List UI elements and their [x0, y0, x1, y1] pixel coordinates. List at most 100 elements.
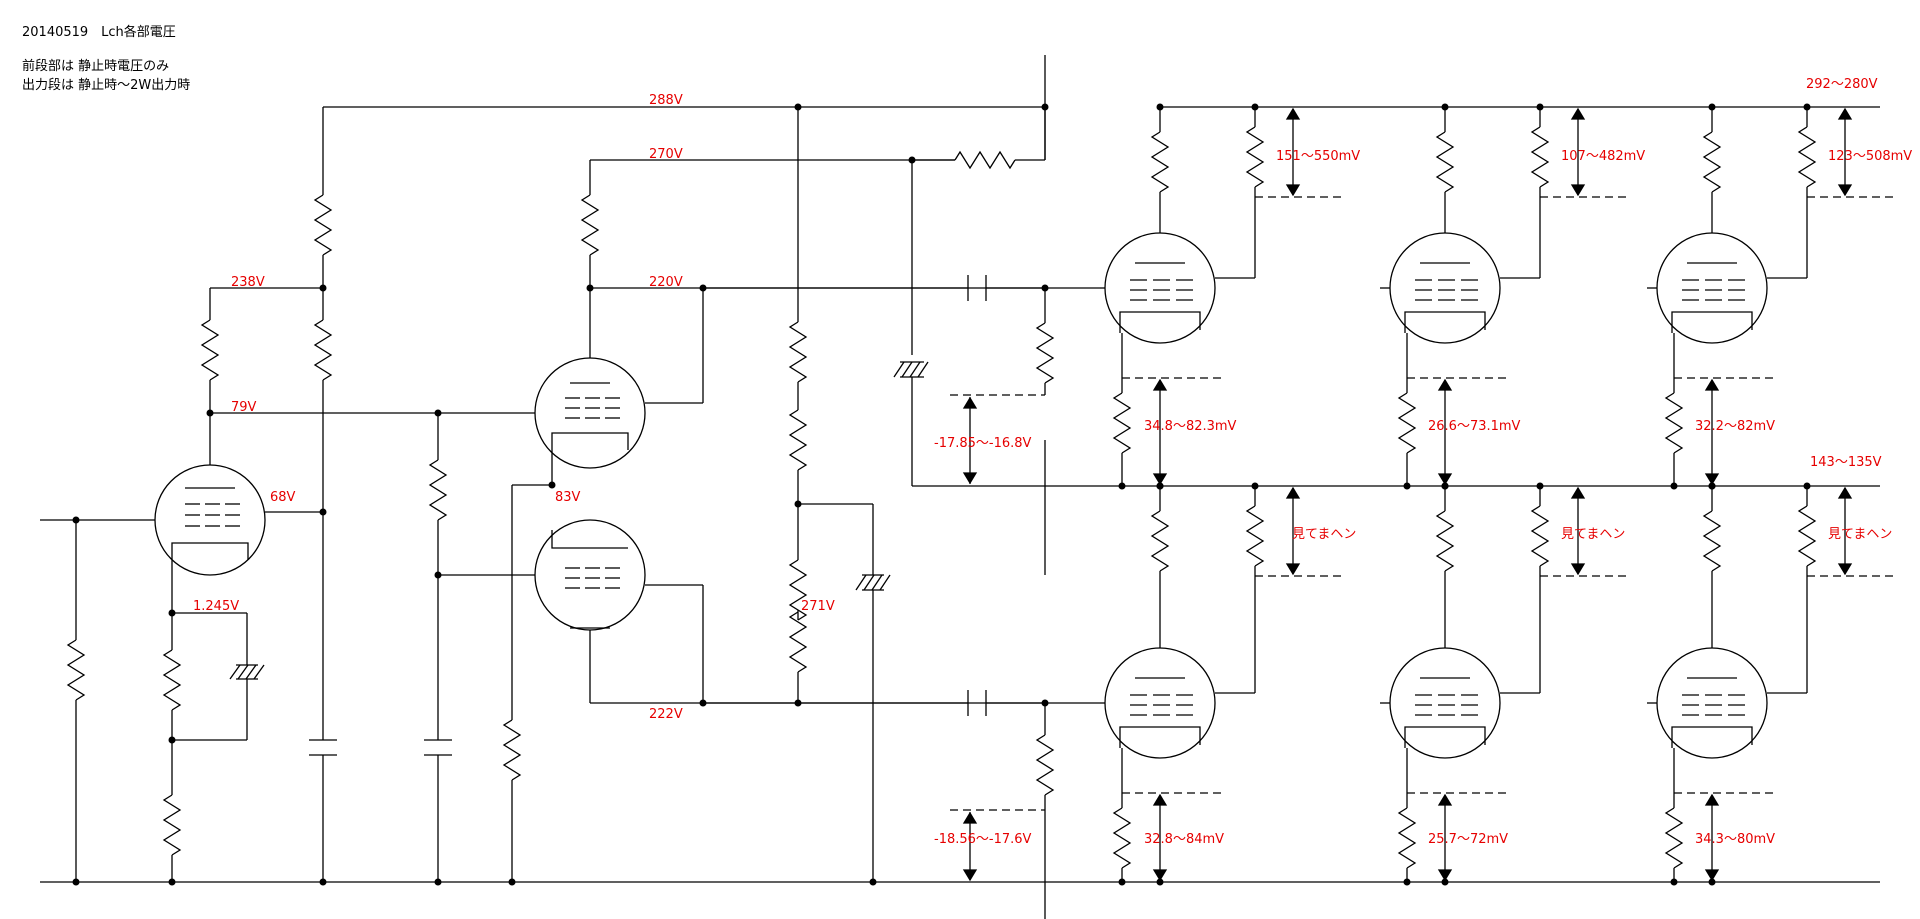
- label-220v: 220V: [649, 275, 683, 290]
- junction-dot: [1118, 482, 1126, 490]
- output-tube-upper-2: [1389, 232, 1501, 344]
- junction-dots: [72, 103, 1811, 886]
- junction-dot: [1803, 103, 1811, 111]
- arrow-head: [1152, 473, 1168, 486]
- cathode-resistor: [1112, 392, 1132, 454]
- arrow-head: [1837, 486, 1853, 499]
- arrow-head: [1285, 563, 1301, 576]
- screen-resistor: [1150, 131, 1170, 193]
- label-1245v: 1.245V: [193, 599, 239, 614]
- arrow-head: [1285, 184, 1301, 197]
- label-222v: 222V: [649, 707, 683, 722]
- arrow-head: [1152, 793, 1168, 806]
- junction-dot: [1803, 482, 1811, 490]
- label-sense-top-2: 107～482mV: [1561, 149, 1645, 164]
- junction-dot: [1670, 482, 1678, 490]
- cathode-resistor: [1397, 392, 1417, 454]
- output-tube-upper-3: [1656, 232, 1768, 344]
- arrow-head: [1285, 107, 1301, 120]
- label-sense-bot-3: 34.3～80mV: [1695, 832, 1775, 847]
- arrow-head: [1570, 184, 1586, 197]
- junction-dot: [1441, 482, 1449, 490]
- output-mid-rail: [912, 440, 1880, 919]
- arrow-head: [1437, 378, 1453, 391]
- arrow-head: [1570, 486, 1586, 499]
- junction-dot: [1403, 878, 1411, 886]
- junction-dot: [1536, 103, 1544, 111]
- arrow-head: [1152, 869, 1168, 882]
- arrow-head: [1152, 378, 1168, 391]
- cathode-resistor: [1397, 807, 1417, 869]
- screen-resistor: [1702, 131, 1722, 193]
- label-bias-upper: -17.85～-16.8V: [934, 436, 1032, 451]
- screen-resistor: [1150, 510, 1170, 572]
- label-sense-top-1: 151～550mV: [1276, 149, 1360, 164]
- cathode-resistor: [1664, 807, 1684, 869]
- junction-dot: [1403, 482, 1411, 490]
- screen-resistor: [1435, 510, 1455, 572]
- driver-tube-lower: [534, 519, 646, 631]
- label-sense-bot-1: 32.8～84mV: [1144, 832, 1224, 847]
- b-plus-270-rail: [590, 107, 1046, 161]
- b-plus-288-rail: [323, 55, 1046, 160]
- screen-resistor: [1435, 131, 1455, 193]
- junction-dot: [1536, 482, 1544, 490]
- label-top-rail: 292～280V: [1806, 77, 1878, 92]
- screen-resistor: [1702, 510, 1722, 572]
- label-sense-bot-2: 25.7～72mV: [1428, 832, 1508, 847]
- arrow-head: [1704, 378, 1720, 391]
- label-sense-mid-2: 26.6～73.1mV: [1428, 419, 1521, 434]
- output-stage: [1100, 107, 1897, 882]
- label-unseen-3: 見てまヘン: [1828, 527, 1892, 542]
- label-270v: 270V: [649, 147, 683, 162]
- junction-dot: [1708, 103, 1716, 111]
- label-bias-lower: -18.56～-17.6V: [934, 832, 1032, 847]
- label-79v: 79V: [231, 400, 257, 415]
- junction-dot: [1251, 482, 1259, 490]
- arrow-head: [1285, 486, 1301, 499]
- output-tube-lower-3: [1656, 647, 1768, 759]
- arrow-head: [1837, 184, 1853, 197]
- diagram-title: 20140519 Lch各部電圧: [22, 25, 176, 40]
- junction-dot: [1156, 878, 1164, 886]
- cathode-resistor: [1664, 392, 1684, 454]
- label-unseen-2: 見てまヘン: [1561, 527, 1625, 542]
- label-mid-rail: 143～135V: [1810, 455, 1882, 470]
- output-tube-lower-1: [1104, 647, 1216, 759]
- arrow-head: [1704, 473, 1720, 486]
- plate-resistor: [1797, 505, 1817, 567]
- plate-resistor: [1245, 505, 1265, 567]
- junction-dot: [1156, 103, 1164, 111]
- label-238v: 238V: [231, 275, 265, 290]
- junction-dot: [1118, 878, 1126, 886]
- junction-dot: [1708, 878, 1716, 886]
- arrow-head: [1437, 793, 1453, 806]
- plate-resistor: [1530, 505, 1550, 567]
- plate-resistor: [1797, 126, 1817, 188]
- label-288v: 288V: [649, 93, 683, 108]
- junction-dot: [1441, 878, 1449, 886]
- junction-dot: [1251, 103, 1259, 111]
- arrow-head: [1570, 107, 1586, 120]
- output-tube-upper-1: [1104, 232, 1216, 344]
- driver-tube-upper: [534, 357, 646, 469]
- junction-dot: [1670, 878, 1678, 886]
- output-tube-lower-2: [1389, 647, 1501, 759]
- arrow-head: [1837, 107, 1853, 120]
- junction-dot: [1708, 482, 1716, 490]
- label-271v: 271V: [801, 599, 835, 614]
- arrow-head: [1837, 563, 1853, 576]
- plate-resistor: [1245, 126, 1265, 188]
- label-sense-mid-3: 32.2～82mV: [1695, 419, 1775, 434]
- label-sense-top-3: 123～508mV: [1828, 149, 1912, 164]
- arrow-head: [1437, 473, 1453, 486]
- label-sense-mid-1: 34.8～82.3mV: [1144, 419, 1237, 434]
- arrow-head: [1570, 563, 1586, 576]
- junction-dot: [1156, 482, 1164, 490]
- note-front-stage: 前段部は 静止時電圧のみ: [22, 59, 170, 74]
- junction-dot: [1441, 103, 1449, 111]
- arrow-head: [1704, 869, 1720, 882]
- label-68v: 68V: [270, 490, 296, 505]
- label-83v: 83V: [555, 490, 581, 505]
- label-unseen-1: 見てまヘン: [1292, 527, 1356, 542]
